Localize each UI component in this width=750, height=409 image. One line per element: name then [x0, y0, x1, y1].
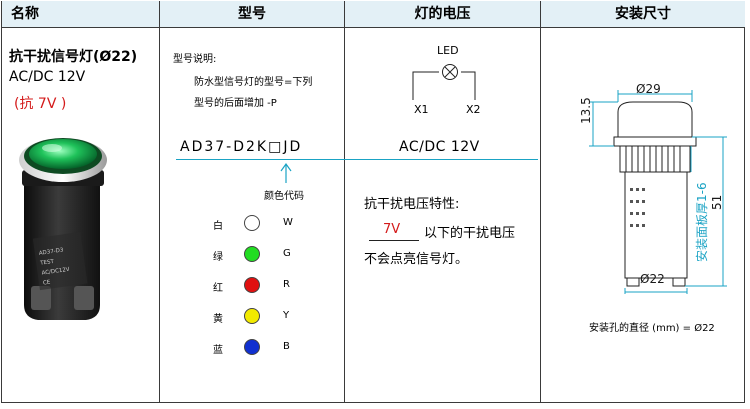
header-voltage: 灯的电压 [345, 1, 540, 28]
blue-indicator [244, 339, 260, 355]
model-underline [176, 159, 538, 160]
anti-interference-text: 以下的干扰电压 [424, 226, 516, 241]
up-arrow-icon [280, 162, 292, 183]
color-name: 红 [213, 283, 223, 294]
header-name-label: 名称 [11, 6, 39, 22]
header-model: 型号 [160, 1, 344, 28]
model-note-1: 防水型信号灯的型号=下列 [194, 77, 313, 88]
white-indicator [244, 215, 260, 231]
anti-interference-title: 抗干扰电压特性: [364, 197, 460, 212]
color-code: Y [283, 310, 290, 321]
product-name: 抗干扰信号灯(Ø22) [9, 49, 138, 65]
anti-value-underline [369, 240, 419, 241]
divider-3 [540, 1, 541, 403]
color-code: R [283, 279, 290, 290]
divider-2 [344, 1, 345, 403]
led-label: LED [437, 44, 459, 57]
green-indicator [244, 246, 260, 262]
red-indicator [244, 277, 260, 293]
color-name: 绿 [213, 252, 223, 263]
dim-diameter-22: Ø22 [640, 272, 665, 286]
anti-interference-voltage: 7V [383, 222, 401, 237]
color-code: B [283, 341, 290, 352]
label-line3: AC/DC12V [41, 267, 70, 277]
color-code: W [283, 217, 293, 228]
color-name: 黄 [213, 314, 223, 325]
divider-1 [159, 1, 160, 403]
header-model-label: 型号 [238, 6, 266, 22]
anti-interference-text-2: 不会点亮信号灯。 [364, 252, 469, 267]
model-note-2: 型号的后面增加 -P [194, 98, 277, 109]
color-name: 白 [213, 221, 223, 232]
header-voltage-label: 灯的电压 [414, 6, 471, 22]
mounting-hole-note: 安装孔的直径 (mm) = Ø22 [589, 323, 715, 334]
header-dimensions: 安装尺寸 [541, 1, 745, 28]
dim-height-51: 51 [710, 194, 724, 210]
label-line1: AD37-D3 [39, 247, 65, 256]
terminal-x2: X2 [466, 103, 481, 116]
dimension-drawing [589, 90, 727, 294]
dim-diameter-29: Ø29 [636, 82, 661, 96]
color-code-label: 颜色代码 [264, 191, 304, 202]
header-name: 名称 [2, 1, 159, 28]
terminal-x1: X1 [414, 103, 429, 116]
dim-height-13-5: 13.5 [579, 97, 593, 124]
voltage-value: AC/DC 12V [399, 139, 480, 155]
header-dimensions-label: 安装尺寸 [615, 6, 671, 22]
product-voltage: AC/DC 12V [9, 69, 86, 85]
label-line4: CE [43, 280, 52, 287]
model-note-title: 型号说明: [173, 54, 217, 65]
led-circuit-diagram [412, 64, 476, 100]
dim-panel-thickness: 安装面板厚1-6 [695, 182, 709, 262]
color-name: 蓝 [213, 345, 223, 356]
color-code: G [283, 248, 291, 259]
model-code: AD37-D2K□JD [180, 139, 303, 155]
yellow-indicator [244, 308, 260, 324]
label-line2: TEST [39, 259, 55, 267]
anti-interference-rating: (抗 7V ) [14, 96, 67, 112]
